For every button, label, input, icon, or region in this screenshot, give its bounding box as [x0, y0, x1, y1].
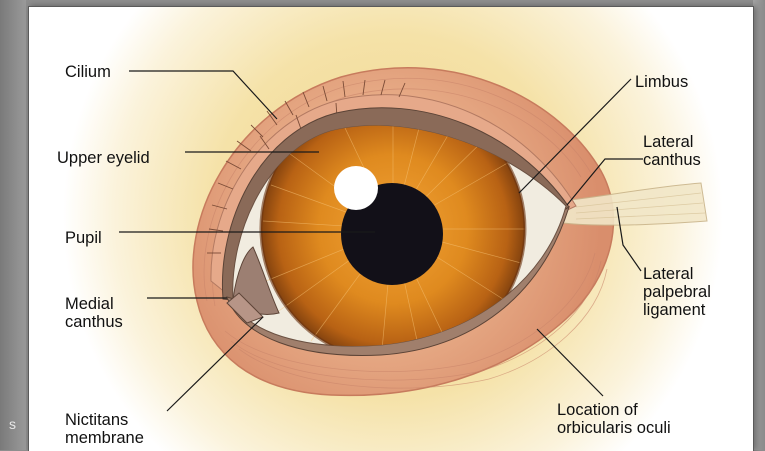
label-medial-canthus-line1: Medial — [65, 295, 123, 313]
label-nictitans-line1: Nictitans — [65, 411, 144, 429]
label-nictitans-membrane: Nictitans membrane — [65, 411, 144, 447]
label-lateral-canthus-line2: canthus — [643, 151, 701, 169]
label-orbicularis-oculi: Location of orbicularis oculi — [557, 401, 671, 437]
label-ligament-line2: palpebral — [643, 283, 711, 301]
label-medial-canthus: Medial canthus — [65, 295, 123, 331]
label-ligament-line3: ligament — [643, 301, 711, 319]
page-fragment-text: s — [9, 416, 16, 432]
label-medial-canthus-line2: canthus — [65, 313, 123, 331]
label-lateral-canthus: Lateral canthus — [643, 133, 701, 169]
label-pupil: Pupil — [65, 229, 102, 247]
label-lateral-palpebral-ligament: Lateral palpebral ligament — [643, 265, 711, 319]
page-edge-right — [753, 0, 765, 450]
label-upper-eyelid: Upper eyelid — [57, 149, 150, 167]
label-limbus: Limbus — [635, 73, 688, 91]
label-cilium: Cilium — [65, 63, 111, 81]
label-orbicularis-line2: orbicularis oculi — [557, 419, 671, 437]
corneal-reflection — [334, 166, 378, 210]
eye-anatomy-figure: Cilium Upper eyelid Pupil Medial canthus… — [28, 6, 754, 451]
label-orbicularis-line1: Location of — [557, 401, 671, 419]
label-nictitans-line2: membrane — [65, 429, 144, 447]
label-ligament-line1: Lateral — [643, 265, 711, 283]
page-edge-left — [0, 0, 26, 450]
label-lateral-canthus-line1: Lateral — [643, 133, 701, 151]
